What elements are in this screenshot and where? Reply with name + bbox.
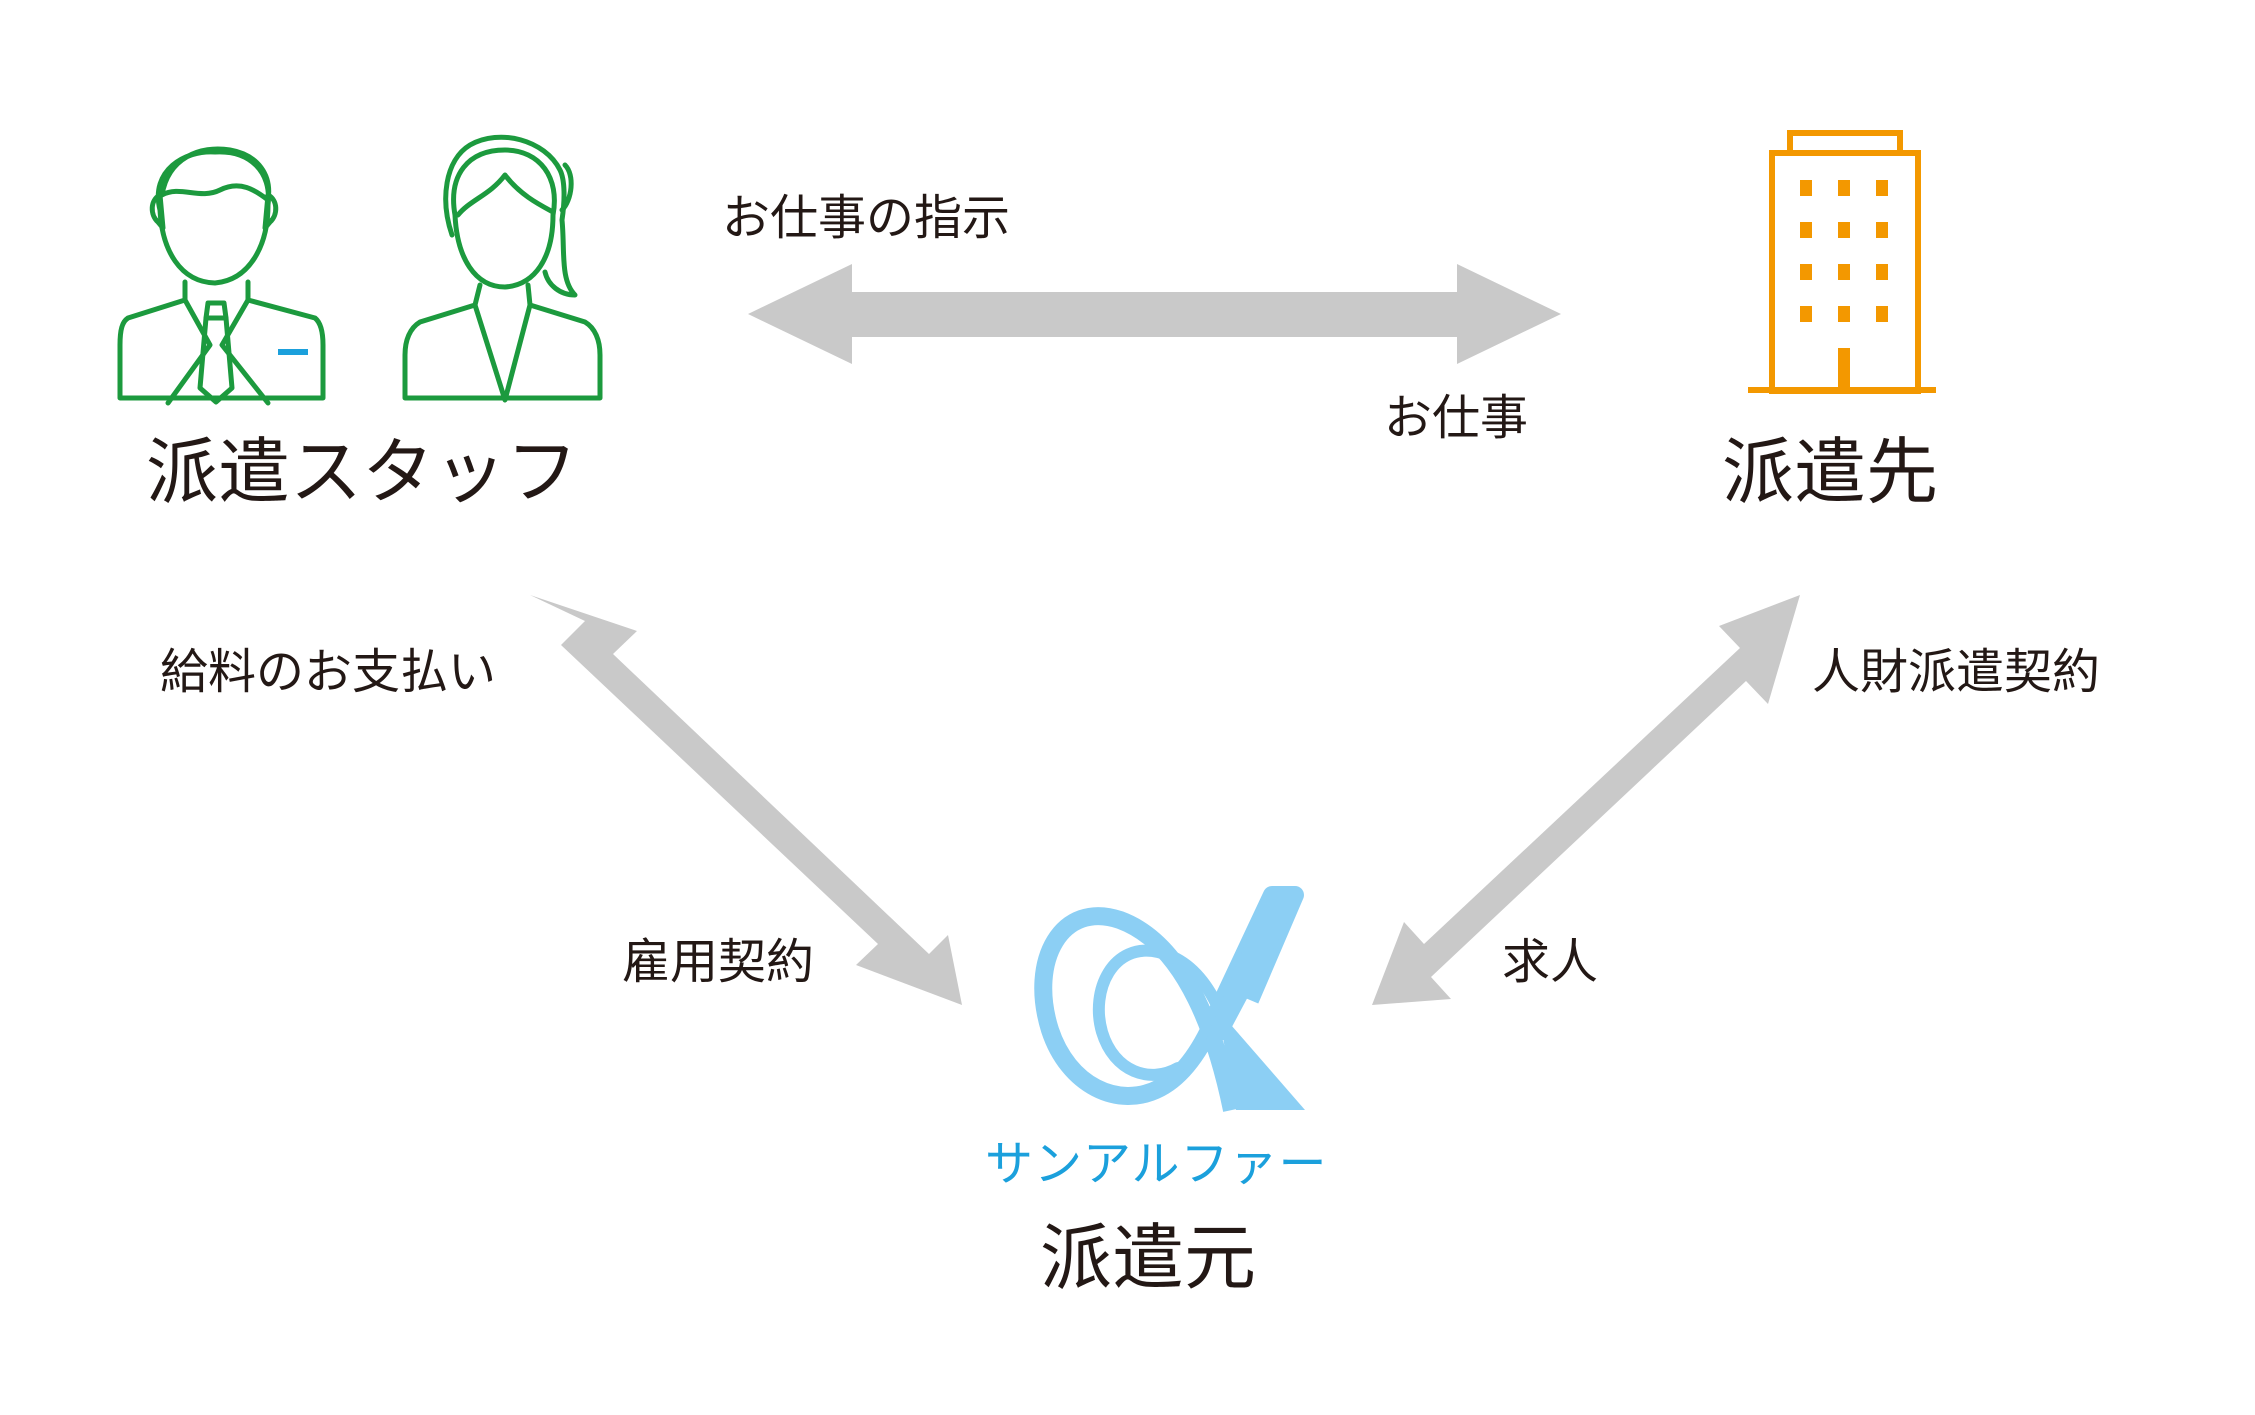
staff-people-icon [117,134,603,406]
edge-label-work-instruction: お仕事の指示 [722,190,1011,246]
node-agency-label: 派遣元 [1040,1216,1257,1300]
edge-label-dispatch-contract: 人財派遣契約 [1812,644,2101,700]
male-staff-icon [117,146,326,406]
node-client-label: 派遣先 [1722,430,1939,514]
sunalpha-logo-icon [1034,886,1305,1112]
edge-label-employment-contract: 雇用契約 [622,934,815,990]
node-staff-label: 派遣スタッフ [146,430,579,514]
name-badge-mark [278,349,308,355]
edge-label-work: お仕事 [1384,390,1529,446]
brand-name: サンアルファー [985,1136,1328,1192]
female-staff-icon [402,134,603,403]
edge-label-salary-payment: 給料のお支払い [160,644,497,700]
arrow-client-agency [1372,595,1800,1005]
arrow-staff-client [748,264,1561,364]
arrow-staff-agency [530,595,962,1005]
edge-label-job-offer: 求人 [1502,934,1599,990]
office-building-icon [1748,130,1936,394]
